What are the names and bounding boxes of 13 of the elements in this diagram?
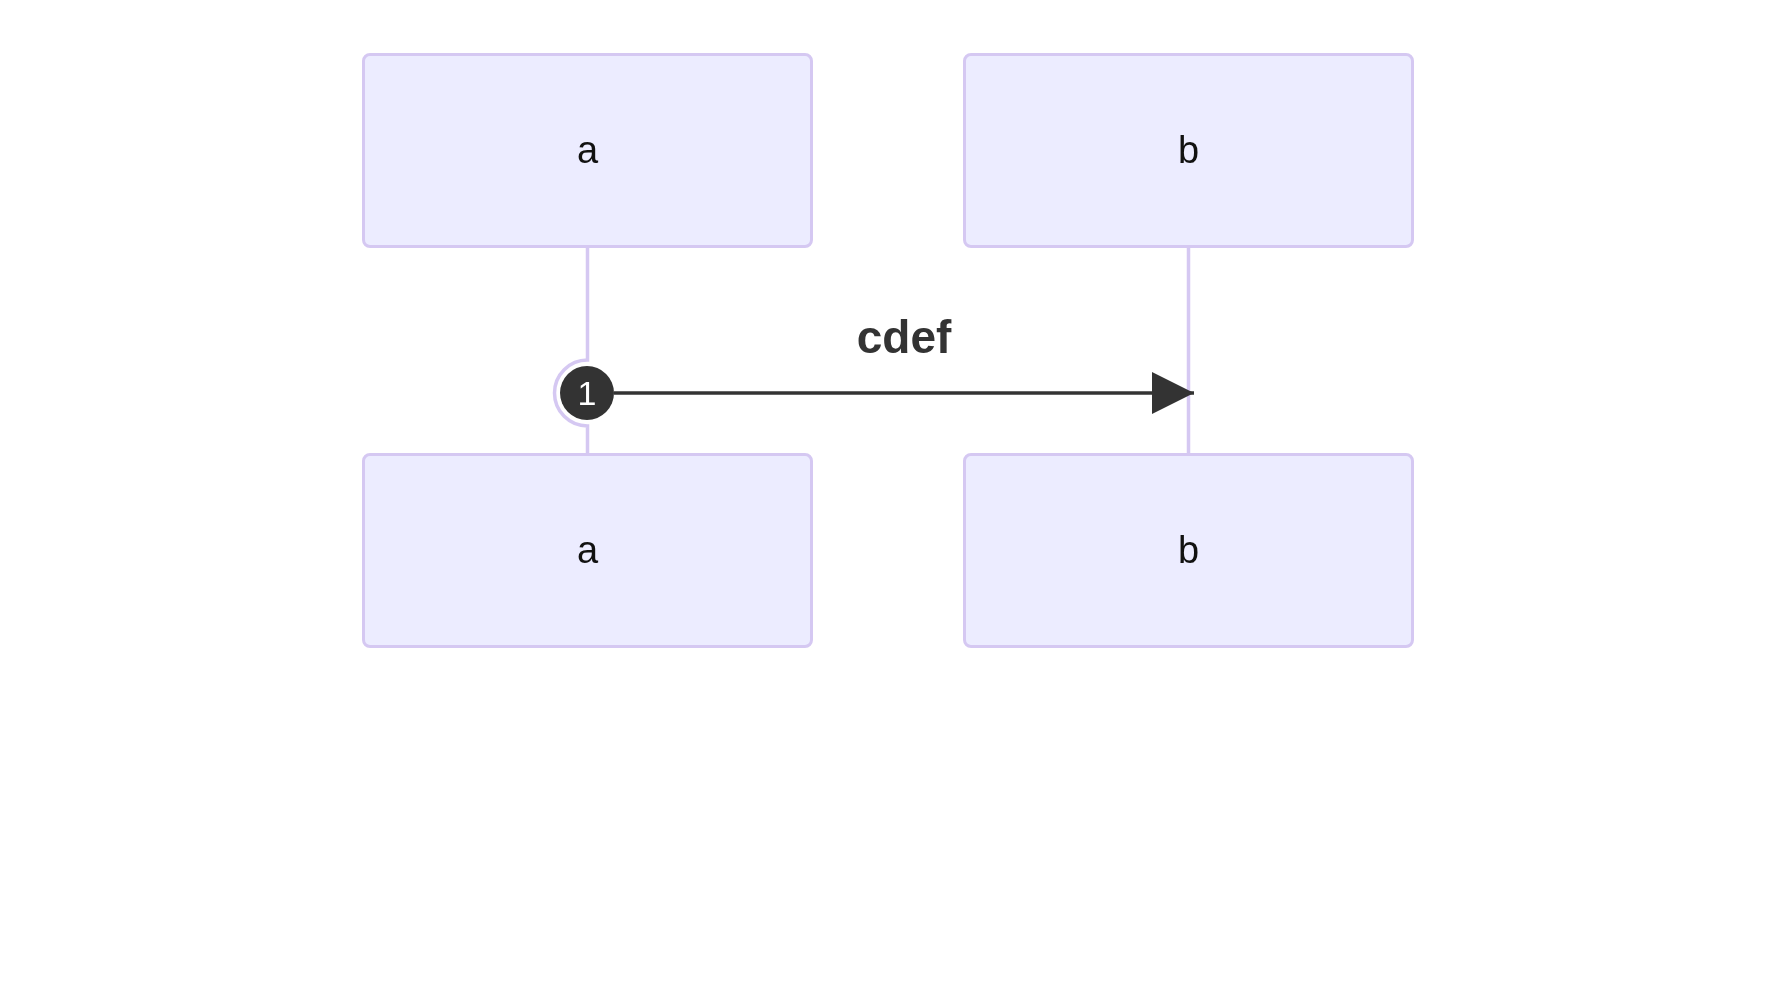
- participant-name: a: [576, 129, 599, 172]
- participant-name: b: [1177, 529, 1200, 572]
- sequence-number-circle: [560, 366, 614, 420]
- participant-name: a: [576, 529, 599, 572]
- participant-name: b: [1177, 129, 1200, 172]
- participant-box: [362, 453, 813, 648]
- lifeline: [552, 248, 590, 453]
- participant-box: [963, 453, 1414, 648]
- message-arrow: [614, 372, 1194, 414]
- participant-box: [963, 53, 1414, 248]
- sequence-number: 1: [577, 373, 597, 413]
- lifeline: [1186, 248, 1191, 453]
- participant-box: [362, 53, 813, 248]
